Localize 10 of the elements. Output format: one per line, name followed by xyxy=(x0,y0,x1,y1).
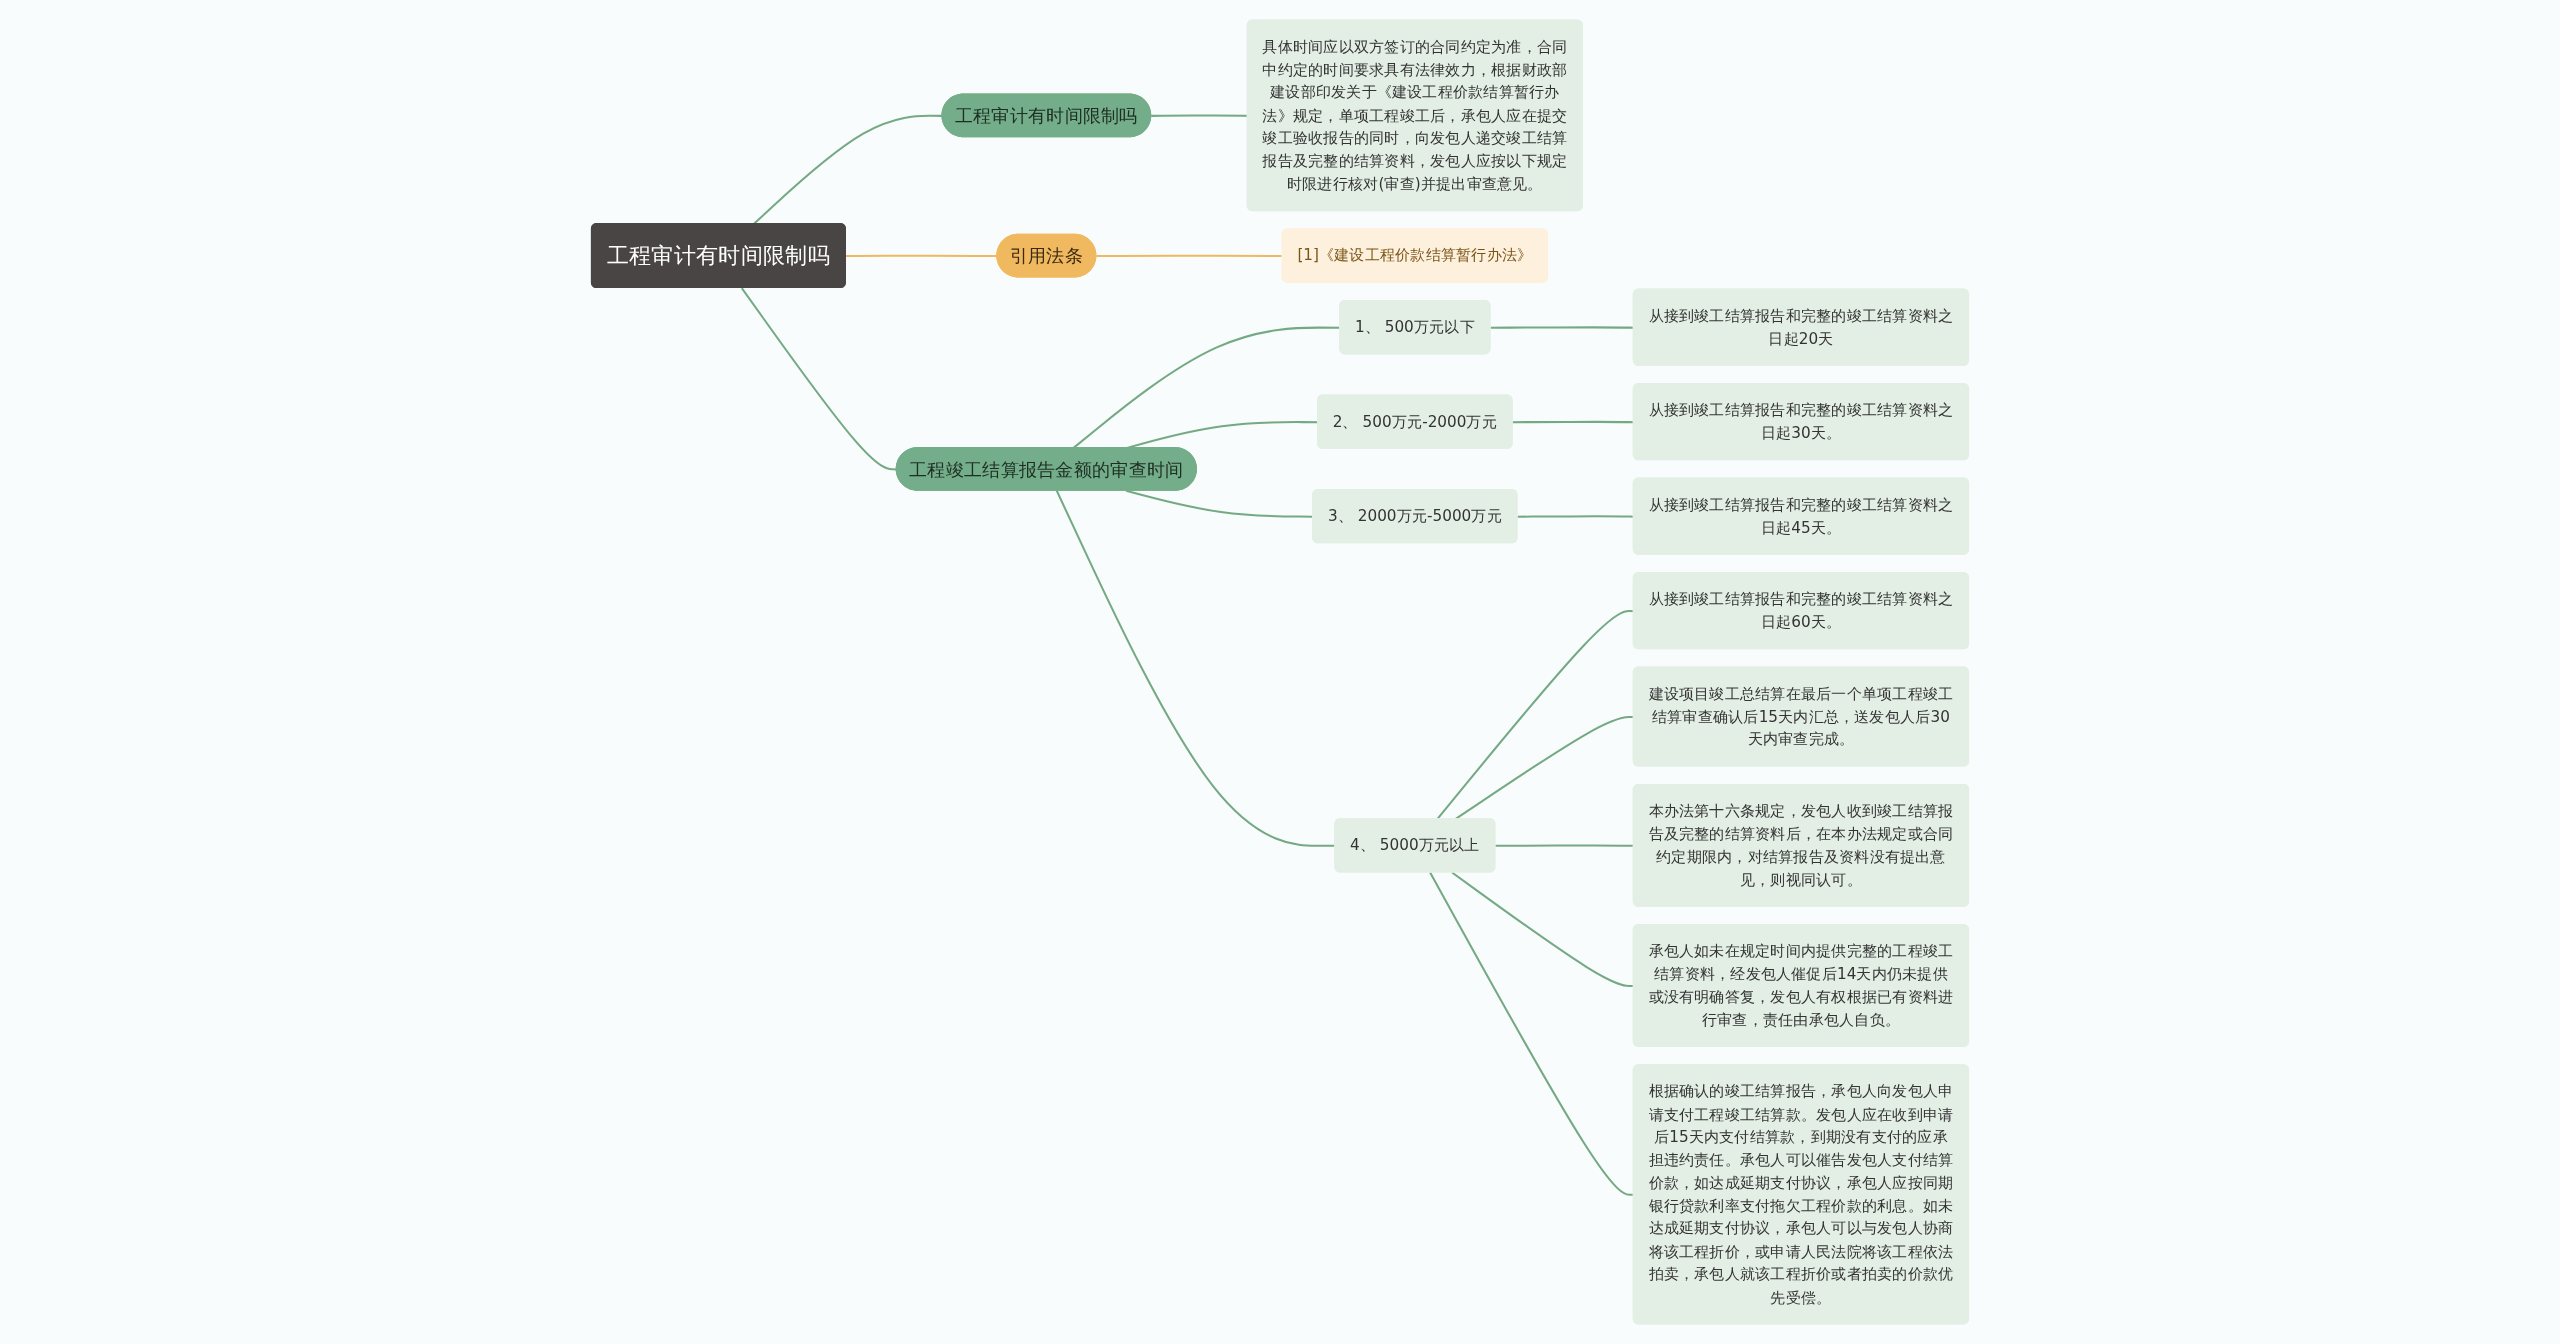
connector xyxy=(1096,254,1283,258)
connector xyxy=(1451,871,1634,988)
connector xyxy=(1436,610,1634,820)
connector xyxy=(1512,420,1634,424)
connector xyxy=(1429,872,1634,1196)
connector xyxy=(1151,114,1248,117)
connector xyxy=(740,287,897,471)
connector xyxy=(1490,326,1634,329)
connector xyxy=(1517,515,1634,518)
connector xyxy=(1495,844,1634,847)
